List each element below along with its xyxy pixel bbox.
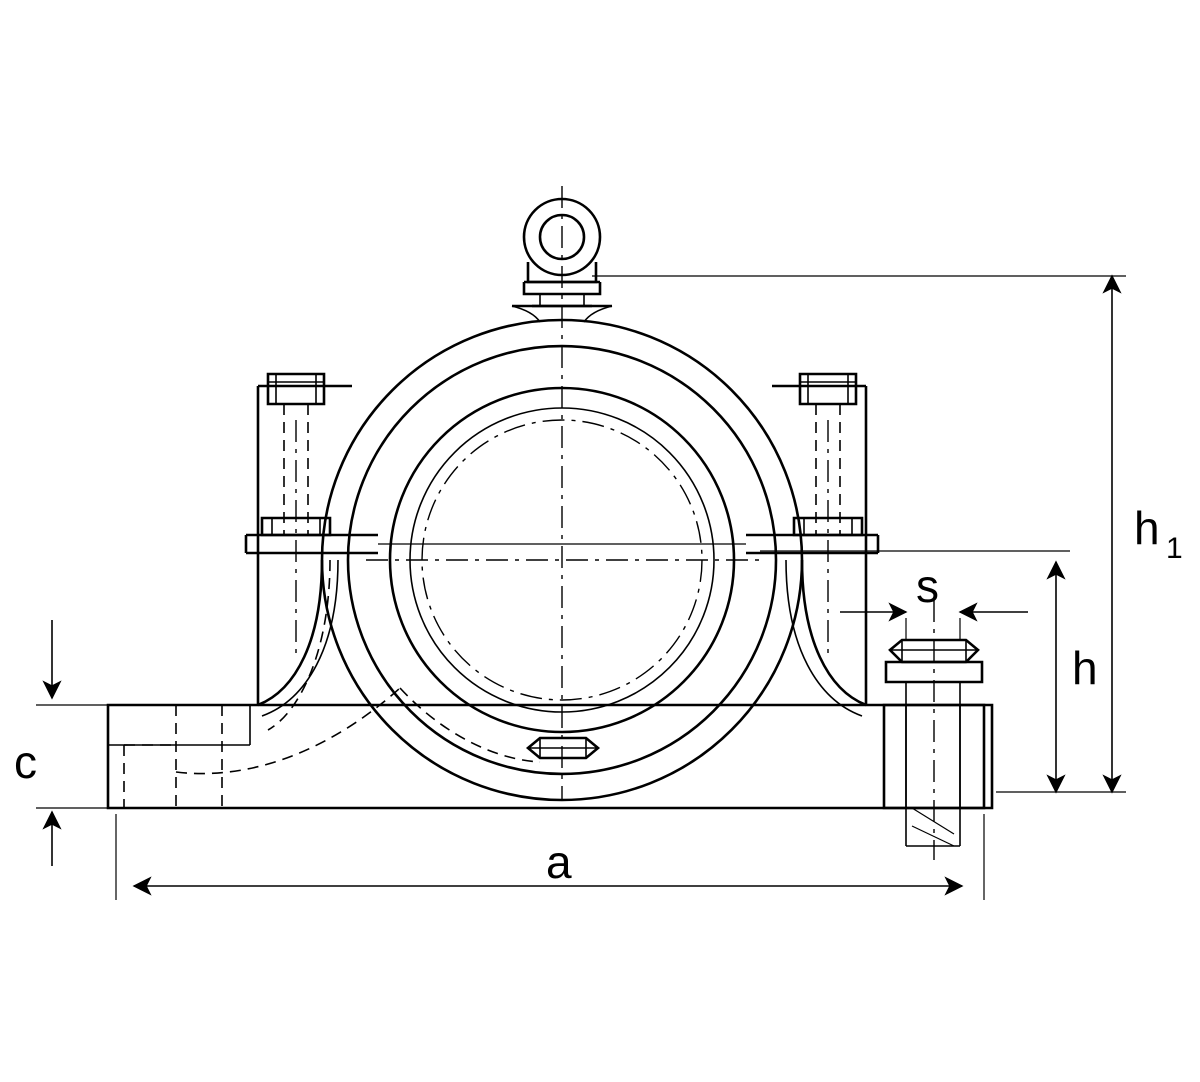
lifting-eye	[511, 197, 613, 323]
dimension-label-h1-subscript: 1	[1166, 532, 1183, 565]
hidden-inner-profile	[175, 559, 541, 775]
cap-bolt-right	[792, 372, 864, 537]
dimension-label-c: c	[14, 736, 37, 788]
dimension-text-group: h 1 h a c s	[14, 502, 1183, 888]
housing-body	[256, 384, 868, 717]
dimension-a	[115, 814, 985, 900]
dimension-label-a: a	[546, 836, 572, 888]
dimension-label-h1: h	[1134, 502, 1160, 554]
center-lines	[295, 186, 935, 860]
dimension-s	[840, 602, 1028, 640]
base-plate	[106, 703, 994, 810]
dimension-h	[760, 550, 1070, 794]
dimension-label-s: s	[916, 560, 939, 612]
foot-slot-left-hidden	[123, 705, 223, 808]
foot-bolt-right	[882, 638, 986, 847]
cap-bolt-left	[260, 372, 332, 537]
dimension-c	[36, 620, 176, 866]
bottom-hex-plug	[525, 736, 601, 760]
dimension-label-h: h	[1072, 642, 1098, 694]
